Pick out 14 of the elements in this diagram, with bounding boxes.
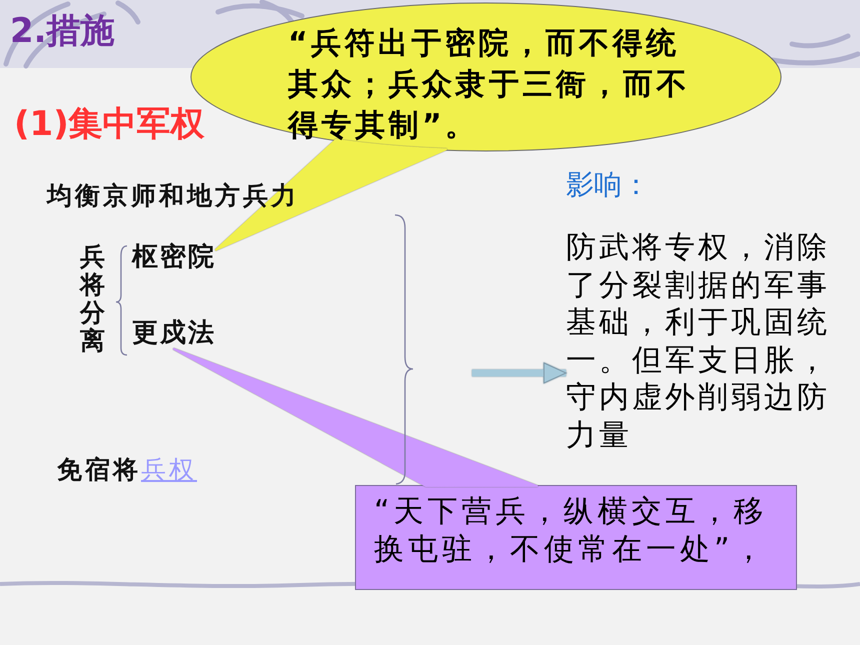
point-text: 均衡京师和地方兵力: [47, 181, 299, 211]
body-text: 防武将专权，消除了分裂割据的军事基础，利于巩固统一。但军支日胀，守内虚外削弱边防力量: [566, 229, 831, 454]
point-text: 免宿将: [57, 455, 141, 485]
section-heading: (1)集中军权: [14, 104, 205, 145]
slide-title: 2.措施: [10, 11, 115, 52]
block-arrow: [472, 362, 566, 384]
term-label: 更戍法: [132, 318, 216, 349]
quote-text: “天下营兵，纵横交互，移换屯驻，不使常在一处”，: [374, 493, 769, 569]
quote-text: “兵符出于密院，而不得统其众；兵众隶于三衙，而不得专其制”。: [288, 25, 691, 145]
vertical-label: 兵将分离: [80, 243, 105, 355]
term-label: 枢密院: [132, 242, 216, 273]
text-link: 兵权: [141, 455, 197, 484]
callout-box: [355, 485, 797, 590]
heading-text: 影响：: [566, 168, 650, 202]
